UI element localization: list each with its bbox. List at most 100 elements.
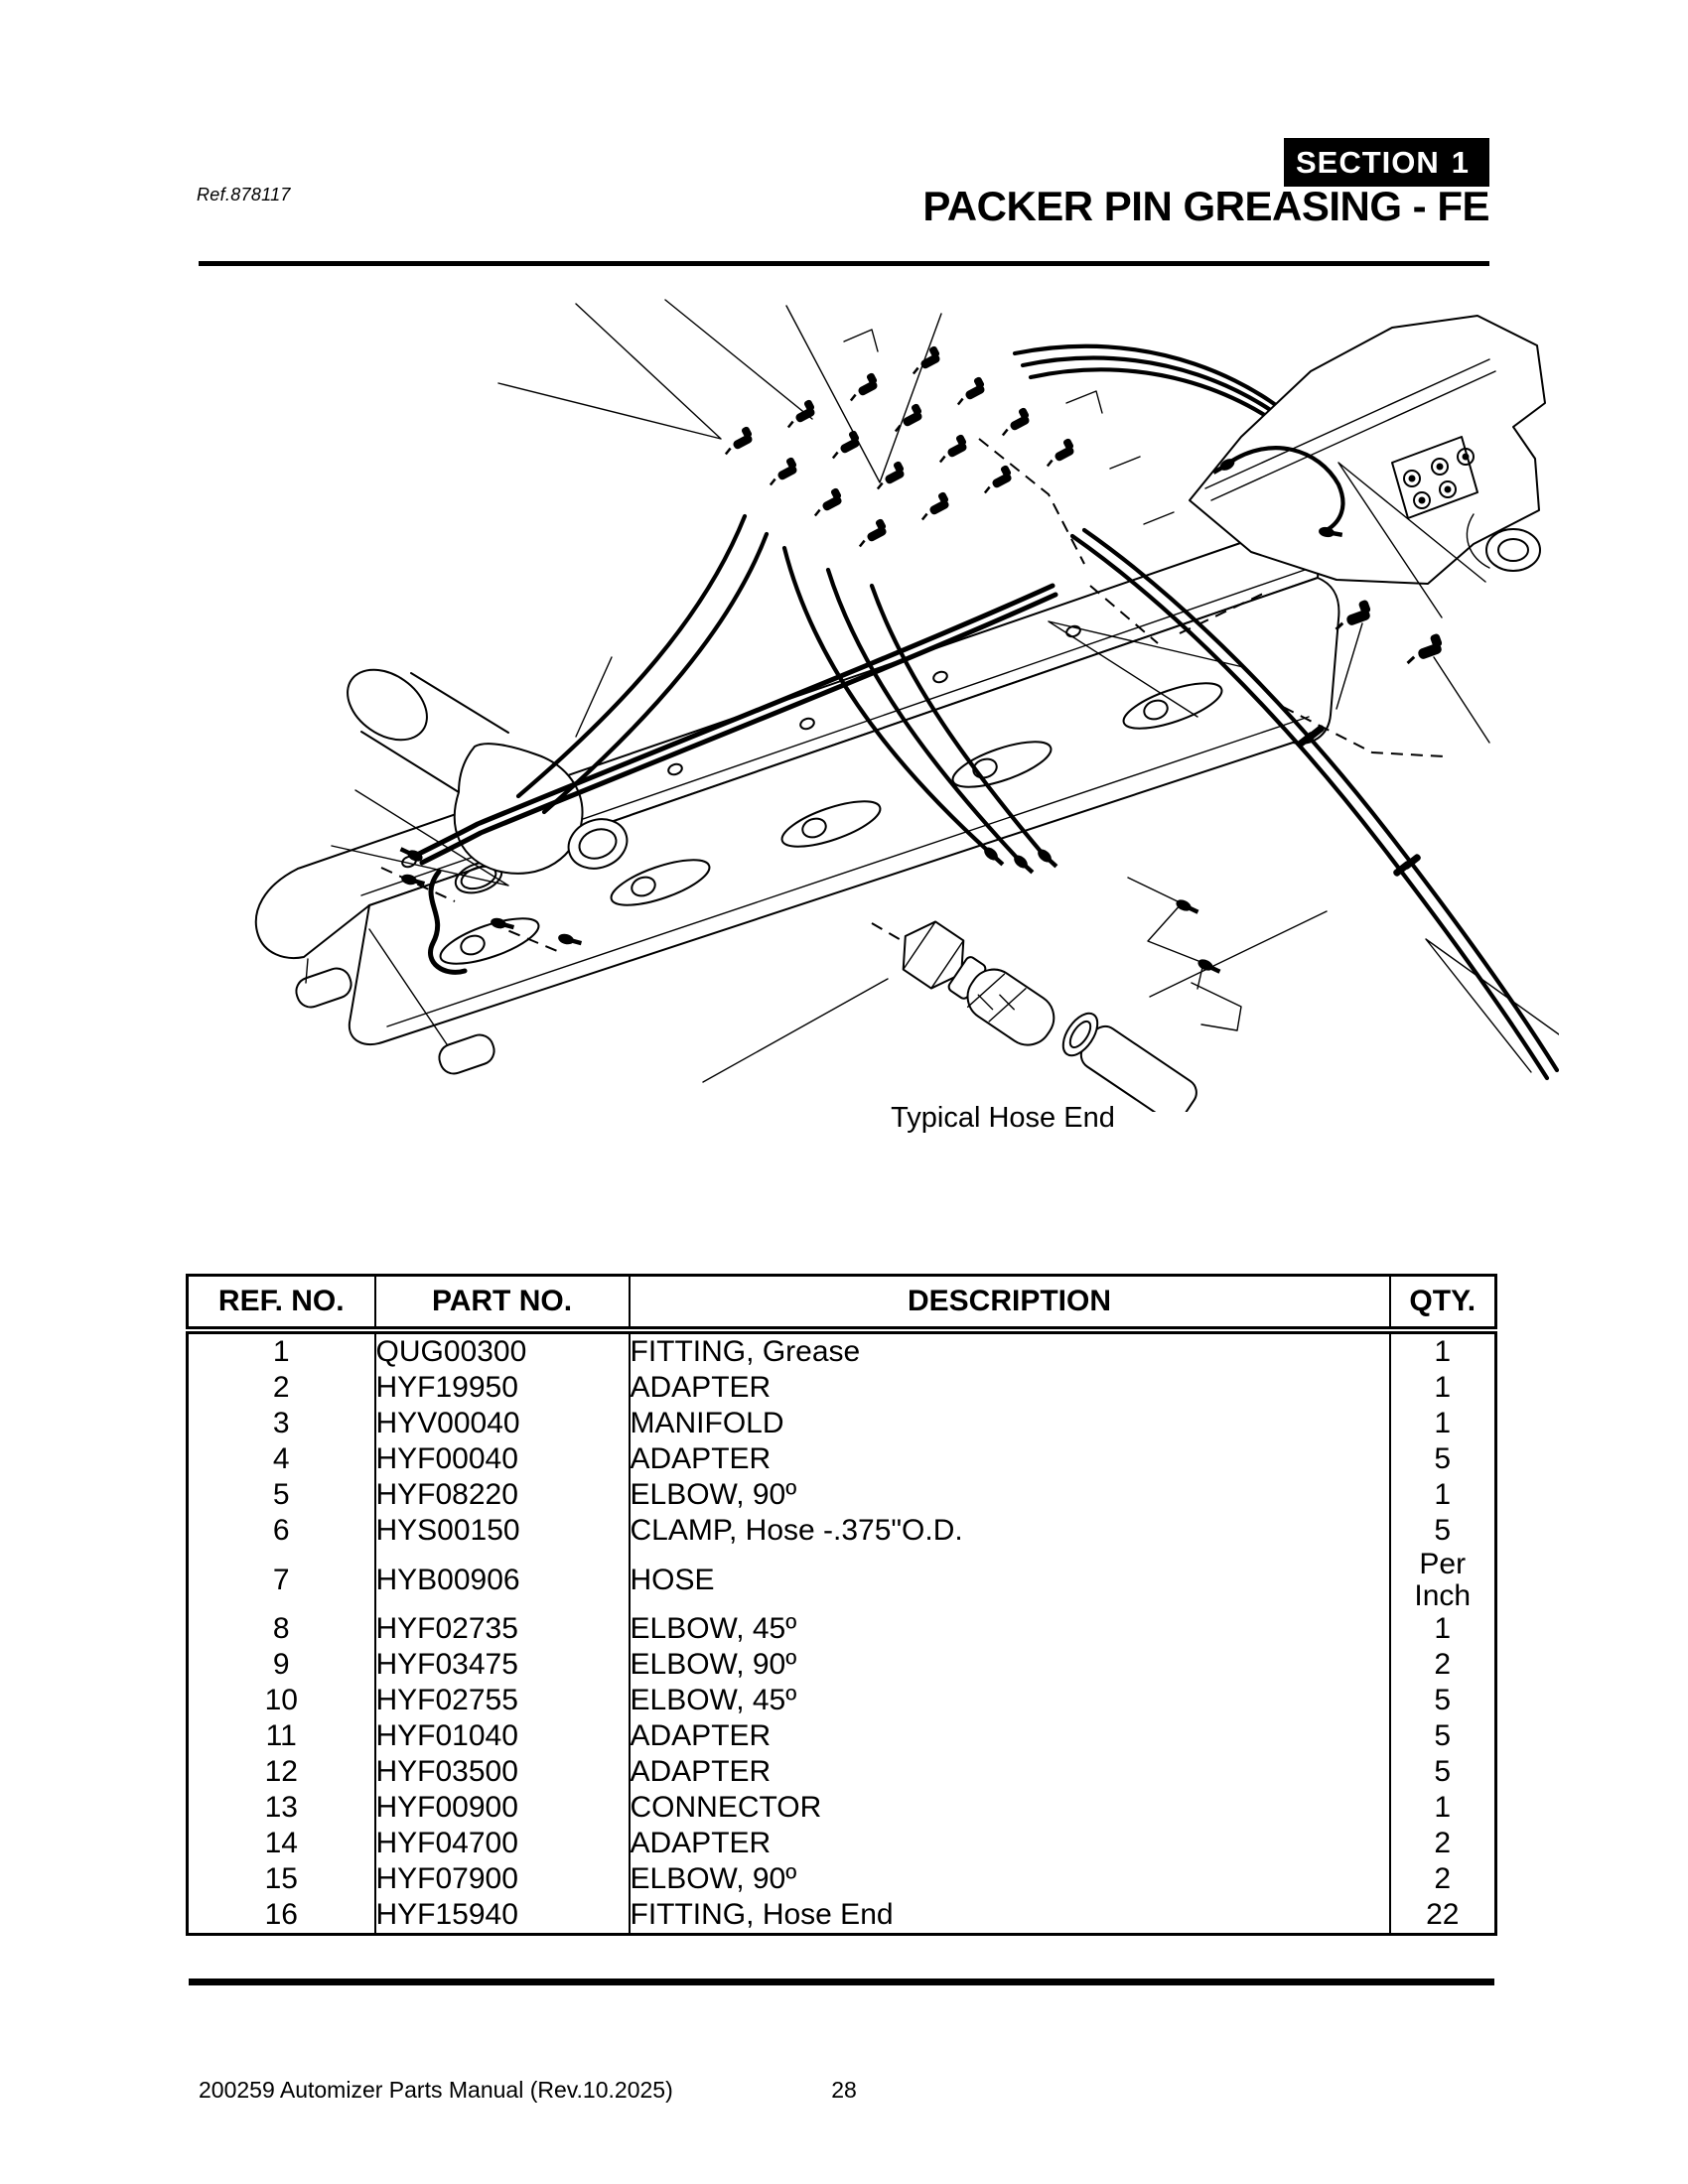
parts-table-header: REF. NO. PART NO. DESCRIPTION QTY. [187, 1275, 1496, 1334]
cell-qty: 5 [1388, 1513, 1496, 1549]
header-description: DESCRIPTION [628, 1275, 1390, 1334]
cell-part: QUG00300 [373, 1330, 630, 1370]
cell-description: HOSE [628, 1549, 1390, 1611]
title-rule [199, 261, 1489, 266]
cell-description: ELBOW, 45º [628, 1683, 1390, 1718]
cell-qty: 2 [1388, 1861, 1496, 1897]
leader-lines [331, 299, 1560, 1073]
cell-description: CLAMP, Hose -.375"O.D. [628, 1513, 1390, 1549]
parts-table: REF. NO. PART NO. DESCRIPTION QTY. 1 QUG0… [186, 1274, 1497, 1936]
cell-part: HYV00040 [373, 1406, 630, 1441]
cell-part: HYF15940 [373, 1897, 630, 1935]
packer-arm-assembly [1179, 315, 1546, 757]
cell-ref: 1 [272, 1335, 290, 1369]
cell-part: HYB00906 [373, 1549, 630, 1611]
cell-ref: 6 [272, 1514, 290, 1548]
cell-description: ADAPTER [628, 1441, 1390, 1477]
cell-part: HYF00900 [373, 1790, 630, 1826]
cell-part: HYF04700 [373, 1826, 630, 1861]
cell-description: FITTING, Grease [628, 1330, 1390, 1370]
cell-description: ADAPTER [628, 1718, 1390, 1754]
exploded-view-drawing [254, 299, 1560, 1123]
header-ref-no: REF. NO. [187, 1275, 375, 1334]
cell-ref: 16 [264, 1898, 298, 1932]
cell-ref: 4 [272, 1442, 290, 1476]
cell-part: HYS00150 [373, 1513, 630, 1549]
reference-number: Ref.878117 [197, 185, 291, 205]
hose-end-fitting [902, 920, 1055, 1046]
cell-ref: 3 [272, 1407, 290, 1440]
cell-description: ADAPTER [628, 1370, 1390, 1406]
clamp-bracket [1127, 877, 1242, 1031]
cell-qty: 5 [1388, 1683, 1496, 1718]
cell-ref: 8 [272, 1612, 290, 1646]
cell-part: HYF02755 [373, 1683, 630, 1718]
cell-qty: 1 [1388, 1611, 1496, 1647]
hose-end-tube [1061, 1012, 1197, 1123]
cell-ref: 11 [265, 1719, 297, 1753]
cell-description: ELBOW, 90º [628, 1647, 1390, 1683]
cell-qty: 5 [1388, 1441, 1496, 1477]
cell-ref: 12 [264, 1755, 298, 1789]
cell-description: ADAPTER [628, 1754, 1390, 1790]
cell-description: FITTING, Hose End [628, 1897, 1390, 1935]
cell-description: CONNECTOR [628, 1790, 1390, 1826]
manifold-ports [1403, 448, 1475, 509]
cell-ref: 9 [272, 1648, 290, 1682]
cell-ref: 14 [264, 1827, 298, 1860]
cell-description: ELBOW, 90º [628, 1477, 1390, 1513]
footer-page-number: 28 [831, 2077, 857, 2103]
header-part-no: PART NO. [373, 1275, 630, 1334]
page-title: PACKER PIN GREASING - FE [922, 183, 1489, 229]
cell-part: HYF08220 [373, 1477, 630, 1513]
diagram-caption: Typical Hose End [891, 1102, 1115, 1134]
fitting-cluster [717, 329, 1175, 644]
hose-end-detail [702, 910, 1328, 1123]
cell-part: HYF01040 [373, 1718, 630, 1754]
section-number: 1 [1451, 144, 1470, 180]
cell-description: ELBOW, 90º [628, 1861, 1390, 1897]
section-badge: SECTION 1 [1284, 138, 1489, 187]
cell-ref: 10 [264, 1684, 298, 1717]
cell-part: HYF03500 [373, 1754, 630, 1790]
footer-manual-title: 200259 Automizer Parts Manual (Rev.10.20… [199, 2077, 673, 2103]
cell-description: MANIFOLD [628, 1406, 1390, 1441]
rail-slots [439, 682, 1223, 965]
cell-qty: 2 [1388, 1647, 1496, 1683]
cell-ref: 13 [264, 1791, 298, 1825]
cell-qty: 1 [1388, 1330, 1496, 1370]
cell-ref: 7 [272, 1563, 290, 1596]
cell-qty: 1 [1388, 1477, 1496, 1513]
cell-qty: 1 [1388, 1370, 1496, 1406]
section-label: SECTION [1296, 144, 1440, 180]
cell-qty: 1 [1388, 1406, 1496, 1441]
cell-part: HYF00040 [373, 1441, 630, 1477]
cell-description: ADAPTER [628, 1826, 1390, 1861]
cell-ref: 15 [264, 1862, 298, 1896]
cell-qty: 22 [1388, 1897, 1496, 1935]
parts-diagram [149, 288, 1560, 1123]
cell-qty: 1 [1388, 1790, 1496, 1826]
cell-qty: 2 [1388, 1826, 1496, 1861]
cell-qty: 5 [1388, 1718, 1496, 1754]
bottom-rule [189, 1979, 1494, 1985]
cell-part: HYF02735 [373, 1611, 630, 1647]
cell-part: HYF19950 [373, 1370, 630, 1406]
